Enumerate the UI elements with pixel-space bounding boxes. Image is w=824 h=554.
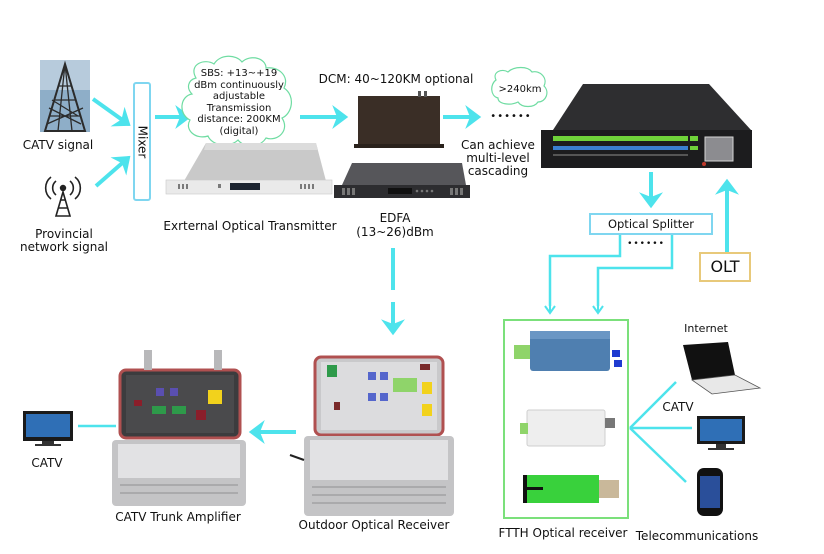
tv-left-icon	[23, 411, 73, 446]
cloud-sbs	[181, 55, 292, 147]
splitter-line-1	[548, 234, 622, 306]
catv-right-label: CATV	[662, 400, 694, 414]
trunk-amp-label: CATV Trunk Amplifier	[115, 510, 241, 524]
catv-signal-label: CATV signal	[22, 138, 94, 152]
optical-transmitter-device	[165, 143, 333, 195]
edfa-label-line2: (13~26)dBm	[356, 225, 434, 239]
mixer: Mixer	[134, 83, 150, 200]
edfa-device	[334, 163, 470, 198]
line-ftth-to-internet	[629, 381, 677, 429]
ftth-white-receiver-device	[520, 409, 615, 447]
ftth-label: FTTH Optical receiver	[498, 526, 628, 540]
sbs-line: dBm continuously	[194, 79, 284, 91]
smartphone-icon	[697, 468, 723, 516]
ftth-green-receiver-device	[523, 475, 619, 503]
sbs-line: Transmission	[206, 102, 272, 114]
cascade-line2: multi-level	[466, 151, 530, 165]
splitter-line-2	[596, 234, 674, 306]
telecom-label: Telecommunications	[635, 529, 759, 543]
trunk-amplifier-device	[112, 350, 246, 506]
tv-right-icon	[697, 416, 745, 450]
mixer-label: Mixer	[135, 125, 149, 158]
sbs-line: (digital)	[219, 125, 259, 137]
sbs-line: distance: 200KM	[197, 114, 281, 125]
headend-rack-device	[541, 84, 752, 168]
outdoor-receiver-label: Outdoor Optical Receiver	[298, 518, 450, 532]
range-label: >240km	[498, 84, 542, 95]
line-ftth-to-telecom	[629, 427, 687, 483]
cloud-range	[491, 66, 548, 108]
dcm-label: DCM: 40~120KM optional	[318, 72, 474, 86]
arrow-catv-to-mixer	[91, 97, 131, 127]
provincial-label-line1: Provincial	[35, 227, 93, 241]
antenna-tower-icon	[44, 176, 82, 217]
mixer-box	[133, 82, 151, 201]
splitter-dots: ••••••	[627, 239, 665, 249]
edfa-label-line1: EDFA	[379, 211, 411, 225]
ftth-group-box	[503, 319, 629, 519]
splitter-box	[589, 213, 713, 235]
ftth-blue-receiver-device	[514, 331, 622, 371]
sbs-line: adjustable	[212, 91, 266, 102]
tv-tower-icon	[40, 60, 90, 132]
arrow-provincial-to-mixer	[94, 155, 131, 188]
splitter-label: Optical Splitter	[607, 217, 695, 231]
sbs-line: SBS: +13~+19	[200, 68, 278, 79]
transmitter-label: Exrternal Optical Transmitter	[163, 219, 337, 233]
olt-box	[699, 252, 751, 282]
laptop-icon	[683, 342, 762, 395]
provincial-label-line2: network signal	[19, 240, 109, 254]
cascade-line3: cascading	[467, 164, 529, 178]
internet-label: Internet	[684, 322, 728, 335]
cascade-dots: ••••••	[490, 111, 532, 122]
dcm-device	[354, 91, 444, 148]
cloud-sbs-text: SBS: +13~+19 dBm continuously adjustable…	[188, 68, 290, 137]
cascade-line1: Can achieve	[461, 138, 535, 152]
catv-left-label: CATV	[31, 456, 63, 470]
outdoor-optical-receiver-device	[289, 355, 454, 516]
olt-label: OLT	[710, 257, 740, 276]
